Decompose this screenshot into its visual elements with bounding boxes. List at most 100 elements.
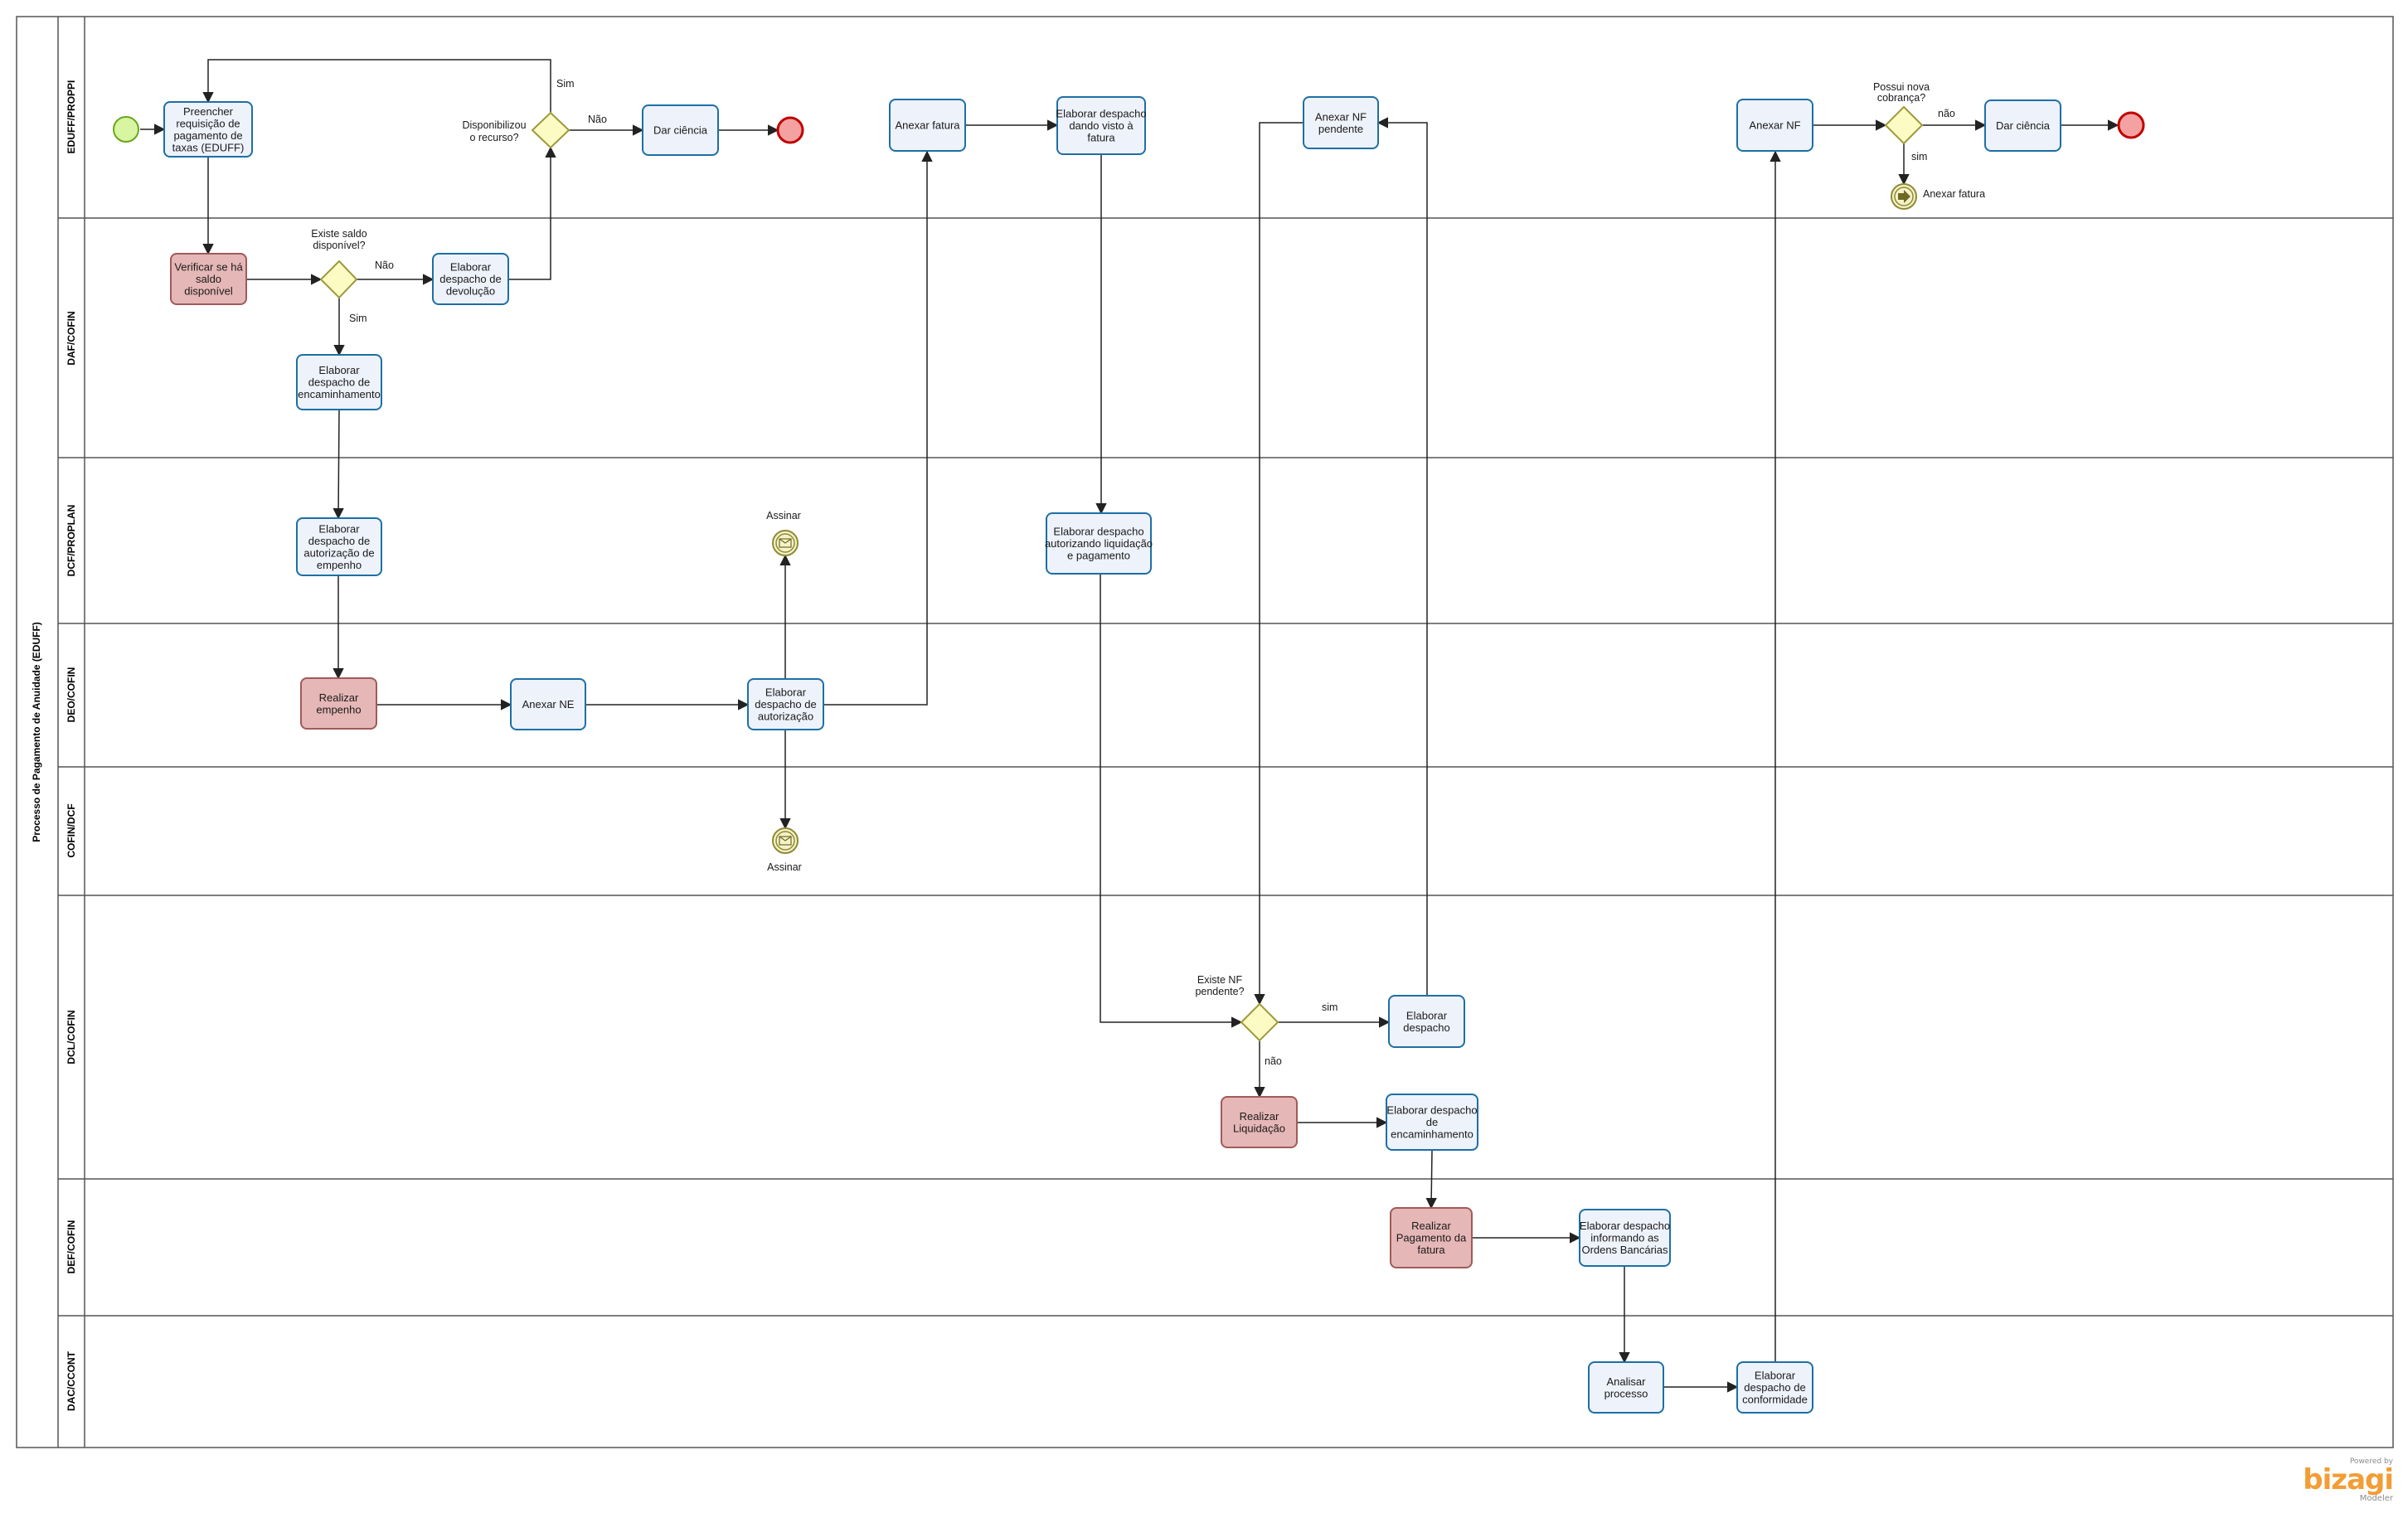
gateway-label-g2-line1: Existe saldo <box>311 228 367 240</box>
task-box <box>1056 96 1146 155</box>
lane-label-deo-cofin: DEO/COFIN <box>66 667 77 723</box>
task-label-line: Realizar <box>319 691 359 704</box>
task-label-line: autorização <box>758 711 813 723</box>
task-label-line: dando visto à <box>1069 119 1134 132</box>
task-box <box>1221 1096 1298 1148</box>
gateway-label-g4-line1: Existe NF <box>1197 974 1243 986</box>
flow-t15-to-t3 <box>823 150 933 706</box>
gateway-existe-nf-pendente[interactable]: Existe NF pendente? <box>1195 974 1279 1042</box>
task-box <box>747 678 824 730</box>
lane-label-dcf-proplan: DCF/PROPLAN <box>66 505 77 577</box>
task-label-line: informando as <box>1590 1232 1659 1244</box>
lane-label-dcl-cofin: DCL/COFIN <box>66 1010 77 1064</box>
gateway-label-g4-line2: pendente? <box>1195 986 1244 997</box>
lane-label-cofin-dcf: COFIN/DCF <box>66 803 77 857</box>
task-box <box>1390 1207 1473 1268</box>
gateway-label-g3-line2: cobrança? <box>1877 92 1925 104</box>
task-box <box>170 253 247 305</box>
flow-g1-yes-to-t1 <box>202 59 551 113</box>
task-anexar-ne[interactable]: Anexar NE <box>510 678 586 730</box>
gateway-label-g2-line2: disponível? <box>313 240 365 251</box>
task-box <box>1388 995 1465 1048</box>
lanes: EDUFF/PROPPI DAF/COFIN DCF/PROPLAN DEO/C… <box>58 80 2393 1411</box>
task-label-line: Realizar <box>1240 1110 1279 1123</box>
pool: Processo de Pagamento de Anuidade (EDUFF… <box>16 16 2394 1448</box>
sequence-flows <box>140 59 2119 1393</box>
gateway-disponibilizou-recurso[interactable]: Disponibilizou o recurso? <box>462 111 570 149</box>
task-label-line: Elaborar <box>450 261 492 274</box>
task-label-line: despacho de <box>308 376 370 389</box>
task-label-line: disponível <box>184 285 233 298</box>
start-event[interactable] <box>113 116 139 143</box>
lane-label-dac-ccont: DAC/CCONT <box>66 1351 77 1411</box>
task-label-line: despacho de <box>439 273 501 285</box>
message-icon <box>779 538 792 548</box>
task-label-line: Anexar NF <box>1315 110 1367 123</box>
task-label-line: despacho de <box>755 698 816 711</box>
bizagi-watermark: Powered by bizagi Modeler <box>2303 1457 2394 1503</box>
task-label-line: devolução <box>446 285 495 298</box>
task-dar-ciencia-2[interactable]: Dar ciência <box>1984 99 2061 152</box>
task-label-line: taxas (EDUFF) <box>172 141 245 153</box>
task-box <box>296 517 382 576</box>
lane-label-def-cofin: DEF/COFIN <box>66 1220 77 1274</box>
task-box <box>1579 1209 1671 1267</box>
intermediate-event-anexar-fatura-link[interactable]: Anexar fatura <box>1891 183 1985 210</box>
task-label-line: Elaborar despacho <box>1386 1104 1477 1117</box>
task-label-line: pagamento de <box>173 129 242 142</box>
lane-label-daf-cofin: DAF/COFIN <box>66 311 77 365</box>
flow-label-g3-yes: sim <box>1911 151 1927 162</box>
task-label-line: autorizando liquidação <box>1045 537 1153 550</box>
gateway-existe-saldo[interactable]: Existe saldo disponível? <box>311 228 367 299</box>
gateway-label-g1-line1: Disponibilizou <box>462 119 526 131</box>
task-box <box>889 99 966 152</box>
event-label-assinar-2: Assinar <box>767 861 802 873</box>
gateways: Disponibilizou o recurso? Existe saldo d… <box>311 81 1930 1042</box>
flow-label-g2-no: Não <box>375 259 394 271</box>
end-event-2[interactable] <box>2117 111 2145 139</box>
task-box <box>296 354 382 410</box>
task-label-line: conformidade <box>1742 1394 1808 1406</box>
task-anexar-fatura[interactable]: Anexar fatura <box>889 99 966 152</box>
task-box <box>1588 1361 1664 1414</box>
task-label-line: Verificar se há <box>174 261 243 274</box>
gateway-possui-nova-cobranca[interactable]: Possui nova cobrança? <box>1873 81 1930 145</box>
task-label-line: despacho de <box>1744 1381 1805 1394</box>
task-label-line: despacho de <box>308 535 370 547</box>
task-label-line: processo <box>1605 1387 1648 1399</box>
flow-t10-to-t11 <box>333 409 344 520</box>
task-anexar-nf[interactable]: Anexar NF <box>1736 99 1813 152</box>
task-dar-ciencia-1[interactable]: Dar ciência <box>642 104 719 156</box>
flow-t18-to-t19 <box>1425 1149 1437 1210</box>
intermediate-event-assinar-2[interactable]: Assinar <box>767 827 802 873</box>
task-label-line: Elaborar despacho <box>1053 526 1143 538</box>
flow-labels: Sim Não Não Sim não sim sim não <box>349 78 1955 1067</box>
event-label-anexar-fatura: Anexar fatura <box>1923 188 1985 200</box>
end-event-1[interactable] <box>776 116 804 144</box>
intermediate-event-assinar-1[interactable]: Assinar <box>766 510 801 556</box>
flow-label-g1-yes: Sim <box>556 78 575 90</box>
task-label-line: empenho <box>317 559 362 571</box>
task-box <box>510 678 586 730</box>
task-box <box>163 101 253 158</box>
lane-label-eduff-proppi: EDUFF/PROPPI <box>66 80 77 154</box>
task-label-line: Elaborar despacho <box>1580 1220 1670 1232</box>
